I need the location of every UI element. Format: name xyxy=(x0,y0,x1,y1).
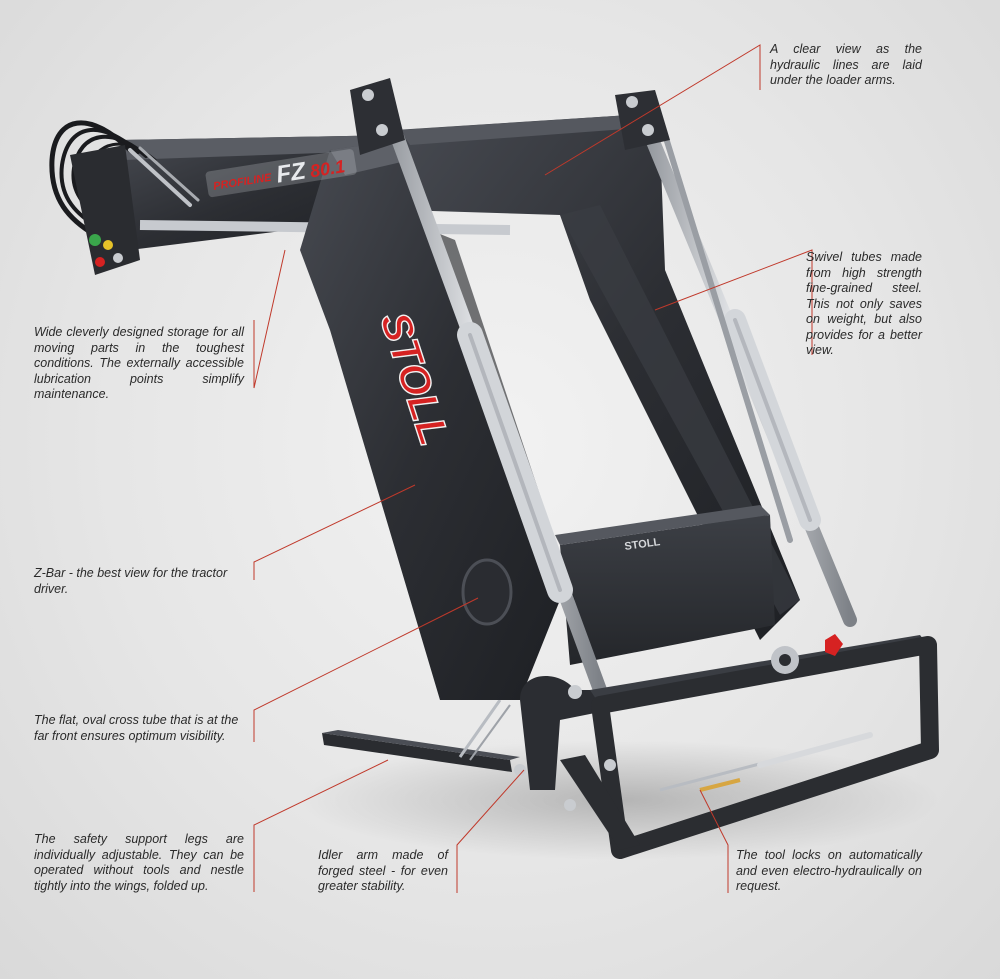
leader-cross-tube xyxy=(253,597,479,742)
callout-swivel-tubes: Swivel tubes made from high strength fin… xyxy=(806,250,922,357)
idler-arm xyxy=(514,676,610,790)
callout-lines xyxy=(253,44,813,893)
callout-cross-tube: The flat, oval cross tube that is at the… xyxy=(34,713,239,743)
tool-frame xyxy=(560,634,939,859)
callout-tool-locks: The tool locks on automatically and even… xyxy=(736,848,922,893)
callout-storage: Wide cleverly designed storage for all m… xyxy=(34,325,244,401)
coupler-green xyxy=(89,234,101,246)
front-hydraulic-cylinder xyxy=(373,83,607,697)
oval-cross-tube-cap xyxy=(461,558,513,626)
callout-hydraulic-lines: A clear view as the hydraulic lines are … xyxy=(770,42,922,87)
leader-hydraulic-lines xyxy=(544,44,761,176)
leader-swivel-tubes xyxy=(654,249,813,355)
coupling-block xyxy=(70,145,140,275)
cross-tube: STOLL xyxy=(555,505,775,665)
coupler-red xyxy=(95,257,105,267)
front-loader-arm: STOLL xyxy=(300,140,575,700)
leader-tool-locks xyxy=(699,789,729,893)
badge-model-prefix: FZ xyxy=(274,157,309,188)
callout-z-bar: Z-Bar - the best view for the tractor dr… xyxy=(34,566,228,596)
callout-support-legs: The safety support legs are individually… xyxy=(34,832,244,893)
leader-support-legs xyxy=(253,759,389,892)
pivot-plates xyxy=(350,78,670,155)
cross-tube-maker-logo: STOLL xyxy=(624,536,661,553)
callout-idler-arm: Idler arm made of forged steel - for eve… xyxy=(318,848,448,893)
rear-hydraulic-cylinder xyxy=(633,103,857,627)
leader-z-bar xyxy=(253,484,416,580)
coupler-yellow xyxy=(103,240,113,250)
leader-storage xyxy=(253,249,286,389)
support-leg xyxy=(322,699,520,772)
leader-idler-arm xyxy=(456,769,525,893)
